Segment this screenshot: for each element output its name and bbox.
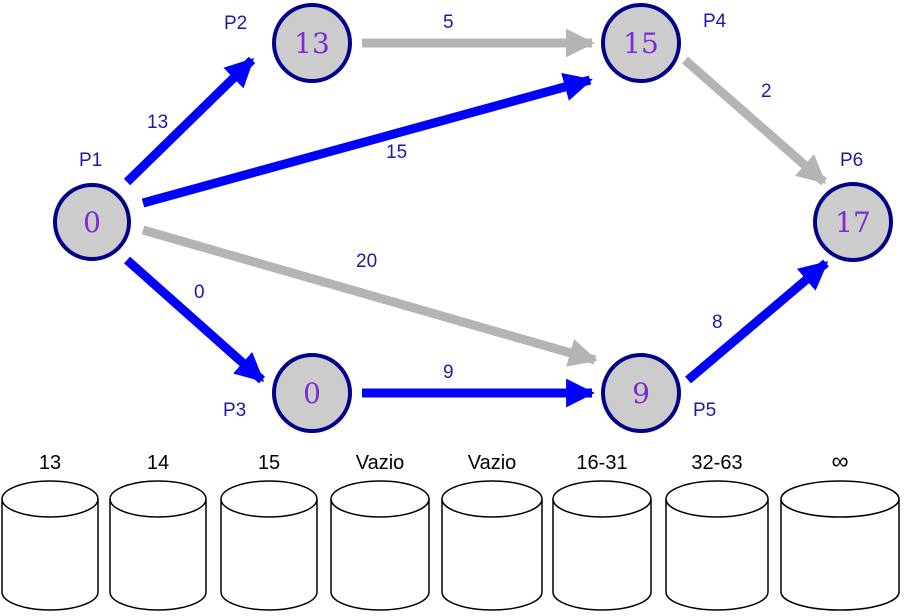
bucket: 15 (220, 452, 318, 611)
bucket-label: 32-63 (691, 452, 742, 474)
node-p2: 13 P2 (224, 3, 352, 83)
node-circle (272, 3, 352, 83)
bucket-cylinder (1, 499, 99, 611)
bucket-label: 16-31 (576, 452, 627, 474)
bucket: 14 (109, 452, 207, 611)
node-p3: 0 P3 (223, 353, 352, 433)
node-value: 0 (303, 377, 321, 410)
nodes: 0 P1 13 P2 0 P3 15 P4 9 P5 17 P6 (53, 3, 893, 433)
node-p6: 17 P6 (813, 150, 893, 262)
edge-weight-p4-p6: 2 (761, 81, 772, 102)
node-label: P3 (223, 400, 246, 421)
buckets: 13 14 15 Vazio Vazio 16-31 (1, 448, 900, 611)
bucket-top (220, 480, 318, 518)
node-value: 15 (623, 27, 659, 60)
node-p5: 9 P5 (601, 353, 716, 433)
bucket: ∞ (780, 448, 900, 611)
edge-p4-p6 (682, 56, 827, 186)
node-label: P6 (840, 150, 863, 171)
edge-weights: 13 15 20 0 5 2 9 8 (147, 12, 772, 383)
bucket: 13 (1, 452, 99, 611)
edge-p1-p2 (123, 56, 256, 186)
node-value: 0 (83, 206, 101, 239)
node-circle (601, 3, 681, 83)
bucket: 16-31 (552, 452, 652, 611)
bucket-cylinder (665, 499, 769, 611)
node-circle (53, 183, 131, 261)
bucket-top (330, 480, 430, 518)
bucket-label: ∞ (831, 448, 848, 475)
bucket-label: Vazio (468, 452, 517, 474)
node-label: P1 (79, 150, 102, 171)
node-label: P4 (703, 11, 727, 32)
edge-weight-p3-p5: 9 (443, 362, 454, 383)
edge-weight-p5-p6: 8 (712, 312, 723, 333)
node-value: 13 (294, 27, 330, 60)
bucket-top (780, 480, 900, 518)
bucket-label: 15 (258, 452, 280, 474)
bucket-label: 14 (147, 452, 169, 474)
edge-weight-p2-p4: 5 (443, 12, 454, 33)
bucket-top (665, 480, 769, 518)
node-value: 9 (632, 377, 650, 410)
edges (123, 28, 829, 408)
bucket: Vazio (441, 452, 543, 611)
bucket-label: 13 (39, 452, 61, 474)
edge-p1-p3 (124, 256, 265, 384)
node-label: P5 (693, 400, 716, 421)
edge-p5-p6 (685, 259, 829, 384)
edge-p1-p5 (141, 225, 598, 367)
bucket-top (441, 480, 543, 518)
node-circle (272, 353, 352, 433)
edge-weight-p1-p2: 13 (147, 112, 168, 133)
edge-weight-p1-p3: 0 (194, 282, 205, 303)
bucket-cylinder (109, 499, 207, 611)
bucket-cylinder (780, 499, 900, 611)
edge-p1-p4 (141, 72, 593, 208)
node-value: 17 (835, 206, 871, 239)
node-p1: 0 P1 (53, 150, 131, 261)
bucket: 32-63 (665, 452, 769, 611)
node-p4: 15 P4 (601, 3, 727, 83)
edge-weight-p1-p4: 15 (386, 142, 407, 163)
bucket-top (1, 480, 99, 518)
bucket-cylinder (330, 499, 430, 611)
bucket-cylinder (552, 499, 652, 611)
bucket-top (552, 480, 652, 518)
edge-weight-p1-p5: 20 (356, 251, 377, 272)
bucket-top (109, 480, 207, 518)
node-label: P2 (224, 13, 247, 34)
bucket-cylinder (441, 499, 543, 611)
bucket: Vazio (330, 452, 430, 611)
node-circle (601, 353, 681, 433)
bucket-label: Vazio (356, 452, 405, 474)
bucket-cylinder (220, 499, 318, 611)
node-circle (813, 182, 893, 262)
